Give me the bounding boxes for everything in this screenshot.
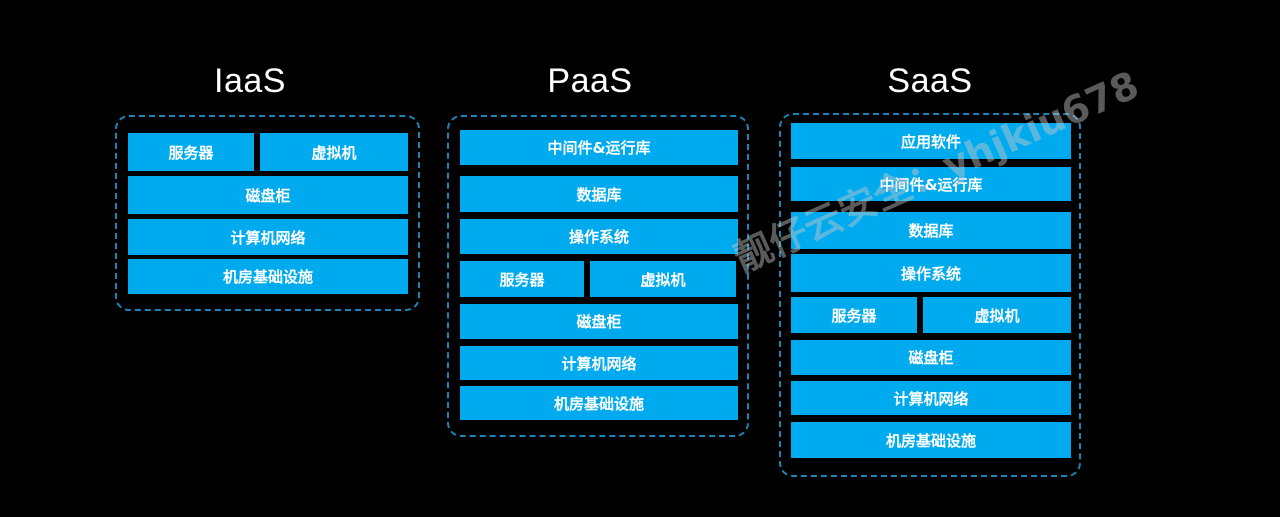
layer-block: 磁盘柜 <box>460 304 738 339</box>
column-title-saas: SaaS <box>887 62 973 100</box>
layer-block: 机房基础设施 <box>128 259 408 294</box>
layer-block: 中间件&运行库 <box>460 130 738 165</box>
layer-block: 磁盘柜 <box>128 176 408 214</box>
layer-block: 数据库 <box>791 212 1071 249</box>
stack-container-iaas <box>115 115 420 311</box>
stack-container-saas <box>779 113 1081 477</box>
layer-block: 计算机网络 <box>460 346 738 380</box>
layer-block: 计算机网络 <box>128 219 408 255</box>
layer-block: 虚拟机 <box>923 297 1071 333</box>
stack-container-paas <box>447 115 749 437</box>
layer-block: 应用软件 <box>791 123 1071 159</box>
layer-block: 虚拟机 <box>260 133 408 171</box>
layer-block: 磁盘柜 <box>791 340 1071 375</box>
layer-block: 服务器 <box>128 133 254 171</box>
layer-block: 中间件&运行库 <box>791 167 1071 201</box>
layer-block: 机房基础设施 <box>791 422 1071 458</box>
layer-block: 机房基础设施 <box>460 386 738 420</box>
column-title-paas: PaaS <box>547 62 633 100</box>
column-title-iaas: IaaS <box>214 62 286 100</box>
layer-block: 服务器 <box>460 261 584 297</box>
layer-block: 操作系统 <box>791 254 1071 292</box>
layer-block: 计算机网络 <box>791 381 1071 415</box>
layer-block: 操作系统 <box>460 219 738 254</box>
layer-block: 服务器 <box>791 297 917 333</box>
layer-block: 数据库 <box>460 176 738 212</box>
layer-block: 虚拟机 <box>590 261 736 297</box>
